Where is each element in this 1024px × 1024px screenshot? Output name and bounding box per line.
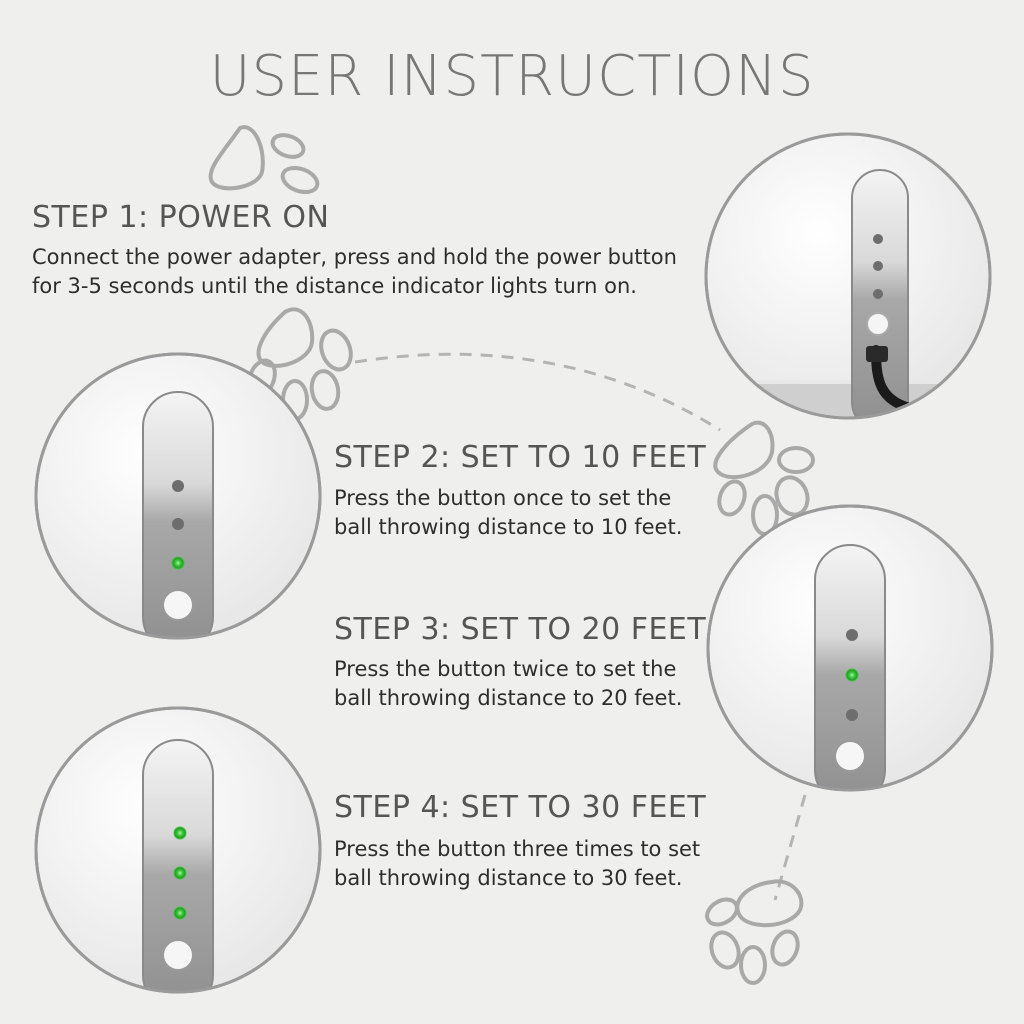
distance-indicator-light <box>173 826 187 840</box>
distance-indicator-light <box>845 668 859 682</box>
power-button <box>834 740 866 772</box>
step-2-heading: STEP 2: SET TO 10 FEET <box>334 440 707 475</box>
step-1-line-1: Connect the power adapter, press and hol… <box>32 245 677 269</box>
step-3-line-1: Press the button twice to set the <box>334 657 677 681</box>
distance-indicator-light <box>172 518 184 530</box>
step-3-heading: STEP 3: SET TO 20 FEET <box>334 612 707 647</box>
device-closeup-step-2 <box>34 352 322 640</box>
step-2-line-1: Press the button once to set the <box>334 486 672 510</box>
distance-indicator-light <box>171 556 185 570</box>
distance-indicator-light <box>173 866 187 880</box>
distance-indicator-light <box>873 234 883 244</box>
distance-indicator-light <box>873 289 883 299</box>
device-closeup-step-3 <box>706 504 994 792</box>
paw-print-icon <box>713 420 815 536</box>
paw-print-icon <box>705 879 804 985</box>
distance-indicator-light <box>846 709 858 721</box>
page-title: USER INSTRUCTIONS <box>209 44 815 109</box>
step-4-line-1: Press the button three times to set <box>334 837 701 861</box>
step-2-line-2: ball throwing distance to 10 feet. <box>334 515 683 539</box>
distance-indicator-light <box>173 906 187 920</box>
step-4-line-2: ball throwing distance to 30 feet. <box>334 866 683 890</box>
power-button <box>866 312 890 336</box>
step-2-description: Press the button once to set the ball th… <box>334 484 682 542</box>
distance-indicator-light <box>172 480 184 492</box>
step-3-description: Press the button twice to set the ball t… <box>334 655 682 713</box>
distance-indicator-light <box>873 261 883 271</box>
step-4-heading: STEP 4: SET TO 30 FEET <box>334 790 707 825</box>
paw-print-icon <box>208 125 320 195</box>
step-1-description: Connect the power adapter, press and hol… <box>32 243 677 301</box>
step-1-heading: STEP 1: POWER ON <box>32 200 330 235</box>
paw-print-icon <box>247 307 353 421</box>
power-button <box>162 589 194 621</box>
device-closeup-step-1 <box>704 132 992 420</box>
device-closeup-step-4 <box>34 706 322 994</box>
step-3-line-2: ball throwing distance to 20 feet. <box>334 686 683 710</box>
power-button <box>162 939 194 971</box>
dashed-trail-line <box>354 352 721 432</box>
distance-indicator-light <box>846 629 858 641</box>
step-1-line-2: for 3-5 seconds until the distance indic… <box>32 274 637 298</box>
step-4-description: Press the button three times to set ball… <box>334 835 700 893</box>
